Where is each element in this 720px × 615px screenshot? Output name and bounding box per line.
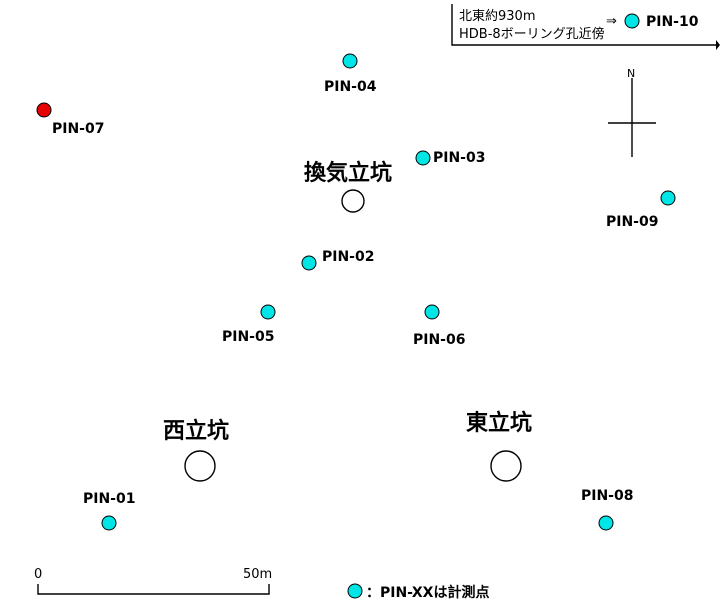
pin-07-marker — [36, 102, 52, 118]
shaft-ventilation: 換気立坑 — [304, 160, 392, 213]
pin-02-label: PIN-02 — [322, 249, 374, 265]
shaft-west: 西立坑 — [163, 418, 229, 482]
scale-bar: 0 50m — [34, 567, 272, 595]
pin-06-label: PIN-06 — [413, 332, 465, 348]
pin-07: PIN-07 — [36, 102, 104, 137]
pin-05-label: PIN-05 — [222, 329, 274, 345]
pin-03: PIN-03 — [415, 150, 485, 166]
pin-02: PIN-02 — [301, 249, 374, 271]
pin-10-label: PIN-10 — [646, 14, 699, 30]
pin-06: PIN-06 — [413, 304, 465, 348]
shaft-ventilation-marker — [341, 189, 365, 213]
pin-10: PIN-10 — [624, 13, 699, 30]
pin-10-marker — [624, 13, 640, 29]
north-arrow-icon: N — [608, 67, 656, 157]
pin-02-marker — [301, 255, 317, 271]
pin-09-marker — [660, 190, 676, 206]
shaft-west-marker — [184, 450, 216, 482]
inset-box: 北東約930m HDB-8ボーリング孔近傍 ⇒ — [451, 4, 720, 50]
inset-distance-text: 北東約930m — [459, 8, 535, 24]
pin-01: PIN-01 — [83, 491, 135, 531]
pin-08: PIN-08 — [581, 488, 633, 531]
pin-03-marker — [415, 150, 431, 166]
pin-01-label: PIN-01 — [83, 491, 135, 507]
pin-05-marker — [260, 304, 276, 320]
pin-04-label: PIN-04 — [324, 79, 377, 95]
pin-01-marker — [101, 515, 117, 531]
pin-06-marker — [424, 304, 440, 320]
shaft-east-label: 東立坑 — [466, 410, 532, 436]
pin-09-label: PIN-09 — [606, 214, 658, 230]
north-label: N — [627, 67, 635, 80]
pin-08-marker — [598, 515, 614, 531]
scale-bar-end-label: 50m — [243, 567, 272, 582]
legend: ：PIN-XXは計測点 — [347, 583, 489, 601]
pin-09: PIN-09 — [606, 190, 676, 230]
pin-04: PIN-04 — [324, 53, 377, 95]
shaft-east-marker — [490, 450, 522, 482]
pin-08-label: PIN-08 — [581, 488, 633, 504]
pin-03-label: PIN-03 — [433, 150, 485, 166]
pin-04-marker — [342, 53, 358, 69]
shaft-east: 東立坑 — [466, 410, 532, 482]
pin-05: PIN-05 — [222, 304, 276, 345]
scale-bar-start-label: 0 — [34, 567, 42, 582]
legend-text: ：PIN-XXは計測点 — [366, 584, 489, 601]
shaft-west-label: 西立坑 — [163, 418, 229, 444]
pin-07-label: PIN-07 — [52, 121, 104, 137]
shaft-ventilation-label: 換気立坑 — [304, 160, 392, 186]
legend-marker — [347, 583, 363, 599]
inset-borehole-text: HDB-8ボーリング孔近傍 — [459, 26, 605, 42]
inset-arrow: ⇒ — [606, 14, 617, 29]
